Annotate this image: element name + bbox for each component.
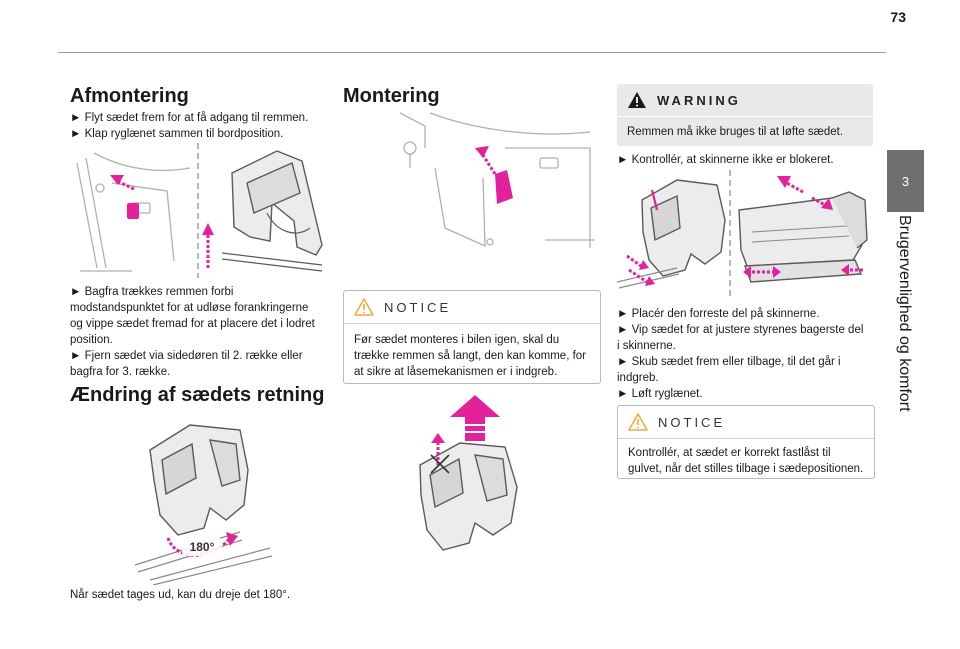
- mounting-step-line-2: ► Vip sædet for at justere styrenes bage…: [617, 324, 864, 336]
- locking-notice: NOTICE Kontrollér, at sædet er korrekt f…: [617, 405, 875, 479]
- seat-removal-illustration: [76, 143, 323, 278]
- rotation-label: 180°: [190, 540, 215, 554]
- lift-warning: WARNING Remmen må ikke bruges til at løf…: [617, 84, 873, 146]
- notice-warning-triangle-icon: [628, 413, 648, 431]
- locking-notice-line-1: Kontrollér, at sædet er korrekt fastlåst…: [628, 447, 831, 459]
- removal-step-1: ► Flyt sædet frem for at få adgang til r…: [70, 112, 309, 124]
- mounting-heading: Montering: [343, 85, 440, 107]
- notice-warning-triangle-icon: [354, 298, 374, 316]
- locking-notice-line-2: gulvet, når det stilles tilbage i sædepo…: [628, 463, 864, 475]
- removal-text-line-1: ► Bagfra trækkes remmen forbi: [70, 286, 234, 298]
- mounting-step-line-3: i skinnerne.: [617, 340, 676, 352]
- mounting-notice-body: Før sædet monteres i bilen igen, skal du…: [344, 324, 600, 386]
- removal-text-line-6: bagfra for 3. række.: [70, 366, 171, 378]
- locking-notice-label: NOTICE: [658, 414, 726, 430]
- mounting-notice-label: NOTICE: [384, 299, 452, 315]
- removal-text-line-4: position.: [70, 334, 113, 346]
- removal-heading: Afmontering: [70, 85, 189, 107]
- rotation-caption: Når sædet tages ud, kan du dreje det 180…: [70, 589, 291, 601]
- mounting-step-line-5: indgreb.: [617, 372, 659, 384]
- removal-text-line-3: og vippe sædet fremad for at placere det…: [70, 318, 315, 330]
- locking-notice-body: Kontrollér, at sædet er korrekt fastlåst…: [618, 439, 874, 483]
- lift-warning-text: Remmen må ikke bruges til at løfte sædet…: [627, 126, 844, 138]
- lift-warning-label: WARNING: [657, 92, 741, 108]
- mounting-notice: NOTICE Før sædet monteres i bilen igen, …: [343, 290, 601, 384]
- mounting-notice-line-1: Før sædet monteres i bilen igen, skal du: [354, 334, 560, 346]
- removal-text-line-2: modstandspunktet for at udløse forankrin…: [70, 302, 309, 314]
- chapter-title: Brugervenlighed og komfort: [881, 215, 929, 435]
- mounting-strap-illustration: [399, 112, 595, 248]
- mounting-notice-header: NOTICE: [344, 291, 600, 324]
- check-rails-step: ► Kontrollér, at skinnerne ikke er bloke…: [617, 154, 834, 166]
- direction-heading: Ændring af sædets retning: [70, 384, 325, 406]
- mounting-notice-line-3: at sikre at låsemekanismen er i indgreb.: [354, 366, 558, 378]
- removal-text: ► Bagfra trækkes remmen forbi modstandsp…: [70, 284, 340, 380]
- mounting-steps: ► Placér den forreste del på skinnerne. …: [617, 306, 879, 402]
- mounting-step-line-6: ► Løft ryglænet.: [617, 388, 703, 400]
- page-number: 73: [890, 9, 906, 25]
- seat-lift-illustration: [419, 395, 518, 551]
- seat-rotation-illustration: 180°: [134, 424, 273, 585]
- mounting-step-line-4: ► Skub sædet frem eller tilbage, til det…: [617, 356, 841, 368]
- locking-notice-header: NOTICE: [618, 406, 874, 439]
- chapter-tab[interactable]: 3: [887, 150, 924, 212]
- chapter-title-text: Brugervenlighed og komfort: [896, 215, 913, 412]
- removal-text-line-5: ► Fjern sædet via sidedøren til 2. række…: [70, 350, 303, 362]
- rails-illustration: [617, 170, 868, 300]
- removal-step-2: ► Klap ryglænet sammen til bordposition.: [70, 128, 284, 140]
- warning-triangle-icon: [628, 92, 646, 108]
- mounting-notice-line-2: trække remmen så langt, den kan komme, f…: [354, 350, 587, 362]
- removal-steps: ► Flyt sædet frem for at få adgang til r…: [70, 110, 335, 142]
- mounting-step-line-1: ► Placér den forreste del på skinnerne.: [617, 308, 820, 320]
- lift-warning-header: WARNING: [617, 84, 873, 117]
- header-rule: [58, 52, 886, 53]
